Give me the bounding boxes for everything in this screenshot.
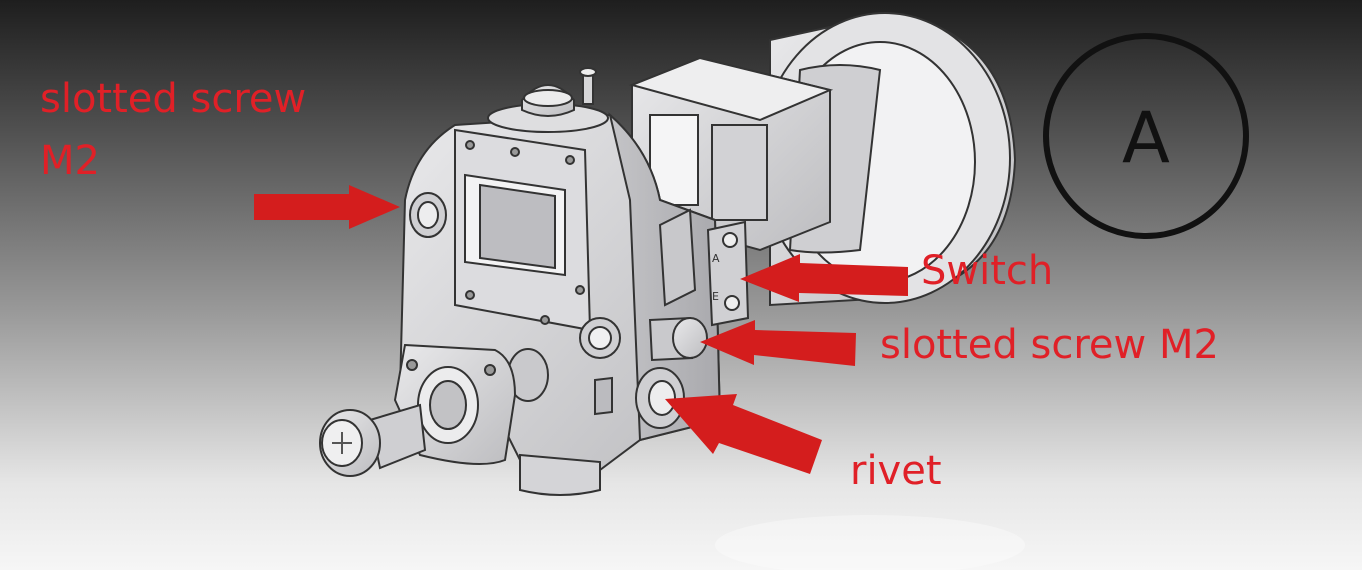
label-switch: Switch: [921, 248, 1054, 294]
slotted-screw-side: [648, 316, 708, 362]
view-marker-circle: [1043, 33, 1249, 239]
svg-text:A: A: [712, 252, 720, 265]
arrows: [254, 185, 908, 474]
arrow-rivet: [665, 394, 822, 474]
eyepiece-cylinder: [759, 12, 1017, 307]
label-slotted-screw-right: slotted screw M2: [880, 322, 1219, 368]
rivet-part: [635, 367, 685, 429]
rectangular-frame: [628, 56, 834, 252]
arrow-slotted-screw-right: [700, 320, 856, 366]
bottom-flange: [393, 343, 601, 496]
arrow-switch: [740, 254, 908, 302]
view-marker-letter: A: [1122, 97, 1170, 179]
floor-shadow: [715, 515, 1025, 570]
svg-text:E: E: [712, 290, 719, 303]
label-slotted-screw-left: slotted screw M2: [40, 76, 307, 184]
top-knob: [487, 67, 609, 133]
arrow-slotted-screw-left: [254, 185, 400, 229]
focus-knob: [319, 403, 427, 477]
side-switch-plate: A E: [706, 220, 750, 327]
label-rivet: rivet: [850, 448, 942, 494]
